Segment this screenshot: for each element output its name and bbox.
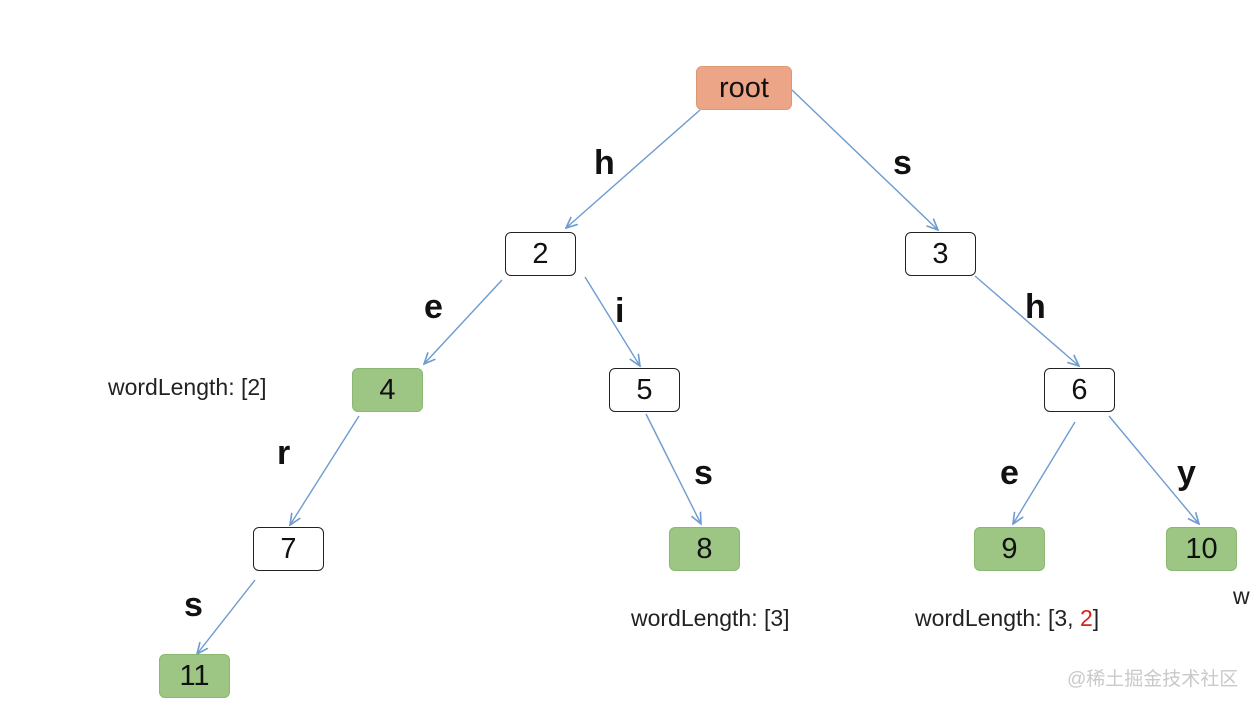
annotation-node-4: wordLength: [2] — [108, 376, 267, 399]
node-9: 9 — [974, 527, 1045, 571]
edge-5-8 — [645, 413, 701, 524]
watermark: @稀土掘金技术社区 — [1067, 669, 1239, 690]
edge-label-root-3: s — [893, 144, 912, 182]
annotation-text: wordLength: [2] — [108, 374, 267, 400]
edge-label-5-8: s — [694, 454, 713, 492]
edge-root-3 — [791, 89, 938, 230]
annotation-node-9: wordLength: [3, 2] — [915, 607, 1099, 630]
annotation-text: wordLength: [3, — [915, 605, 1080, 631]
node-7: 7 — [253, 527, 324, 571]
edge-3-6 — [974, 275, 1079, 366]
edge-4-7 — [290, 415, 360, 525]
node-10: 10 — [1166, 527, 1237, 571]
annotation-text-end: ] — [1092, 605, 1100, 631]
edge-label-7-11: s — [184, 586, 203, 624]
node-5: 5 — [609, 368, 680, 412]
edge-7-11 — [197, 579, 256, 654]
node-11: 11 — [159, 654, 230, 698]
annotation-node-10-cut: w — [1233, 583, 1250, 609]
annotation-highlight: 2 — [1079, 605, 1093, 631]
edge-label-2-5: i — [615, 292, 625, 330]
annotation-text: wordLength: [3] — [631, 605, 790, 631]
edge-2-4 — [424, 279, 503, 364]
node-2: 2 — [505, 232, 576, 276]
edge-label-3-6: h — [1025, 288, 1046, 326]
node-8: 8 — [669, 527, 740, 571]
edge-label-6-9: e — [1000, 454, 1019, 492]
edge-label-6-10: y — [1177, 454, 1196, 492]
node-6: 6 — [1044, 368, 1115, 412]
edge-2-5 — [584, 276, 640, 366]
edge-6-9 — [1013, 421, 1076, 524]
edge-label-root-2: h — [594, 144, 615, 182]
edge-label-2-4: e — [424, 288, 443, 326]
node-3: 3 — [905, 232, 976, 276]
node-4: 4 — [352, 368, 423, 412]
edge-root-2 — [566, 109, 701, 228]
edge-6-10 — [1108, 415, 1199, 524]
annotation-node-8: wordLength: [3] — [631, 607, 790, 630]
edge-label-4-7: r — [277, 434, 291, 472]
node-root: root — [696, 66, 792, 110]
